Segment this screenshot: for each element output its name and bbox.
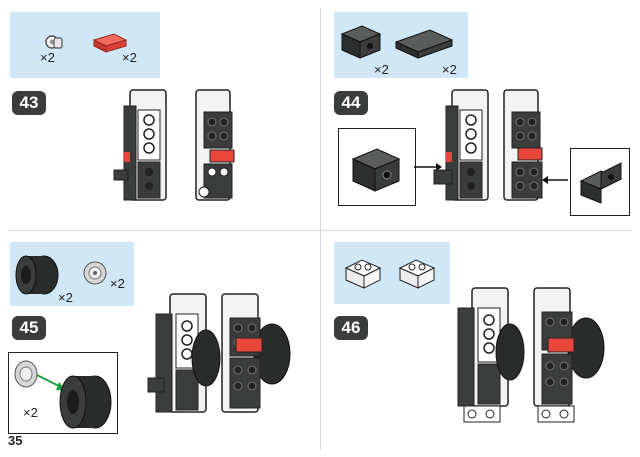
white-brick-part-icon-2	[398, 259, 436, 289]
tire-detail-icon	[59, 375, 112, 429]
bracket-detail-left	[351, 148, 401, 192]
step-43-panel: ×2 ×2 43	[0, 0, 320, 230]
step-44-parts-box: ×2 ×2	[334, 12, 468, 78]
step-43-parts-box: ×2 ×2	[10, 12, 160, 78]
step-46-panel: 46	[320, 230, 640, 457]
step-44-model-left	[433, 89, 489, 201]
white-brick-part-icon-1	[344, 259, 382, 289]
step-44-panel: ×2 ×2 44	[320, 0, 640, 230]
step-46-number: 46	[334, 316, 368, 340]
step-45-part-2-qty: ×2	[110, 276, 125, 291]
step-44-model-right	[503, 89, 543, 201]
step-44-part-2-qty: ×2	[442, 62, 457, 77]
step-43-number: 43	[12, 91, 46, 115]
step-46-parts-box	[334, 242, 450, 304]
step-45-parts-box: ×2 ×2	[10, 242, 134, 306]
dark-plate-part-icon	[394, 29, 454, 59]
arrow-left-icon	[542, 176, 568, 184]
step-45-part-1-qty: ×2	[58, 290, 73, 305]
panel-divider-vertical	[320, 8, 321, 450]
step-44-part-1-qty: ×2	[374, 62, 389, 77]
step-43-model-right	[195, 89, 235, 201]
step-43-model-left	[113, 89, 167, 201]
step-45-number: 45	[12, 316, 46, 340]
step-46-model-right	[533, 287, 605, 423]
step-43-part-2-qty: ×2	[122, 50, 137, 65]
step-43-part-1-qty: ×2	[40, 50, 55, 65]
step-45-callout-qty: ×2	[23, 405, 38, 420]
red-tile-part-icon	[92, 33, 128, 53]
step-46-model-left	[457, 287, 525, 423]
bracket-detail-right	[579, 162, 623, 204]
step-44-number: 44	[334, 91, 368, 115]
step-45-model-right	[221, 293, 291, 413]
step-44-callout-right	[570, 148, 630, 216]
tire-part-icon	[15, 255, 59, 295]
rim-detail-icon	[14, 360, 38, 388]
step-45-callout: ×2	[8, 352, 118, 434]
step-45-panel: ×2 ×2 45 ×2	[0, 230, 320, 457]
panel-divider-horizontal	[8, 230, 632, 231]
page-number: 35	[8, 433, 23, 448]
step-44-callout-left	[338, 128, 416, 206]
step-45-model-left	[147, 293, 221, 413]
dark-bracket-part-icon	[340, 25, 382, 59]
wheel-rim-part-icon	[83, 261, 107, 285]
clip-part-icon	[45, 35, 63, 49]
arrow-right-icon	[414, 163, 442, 171]
